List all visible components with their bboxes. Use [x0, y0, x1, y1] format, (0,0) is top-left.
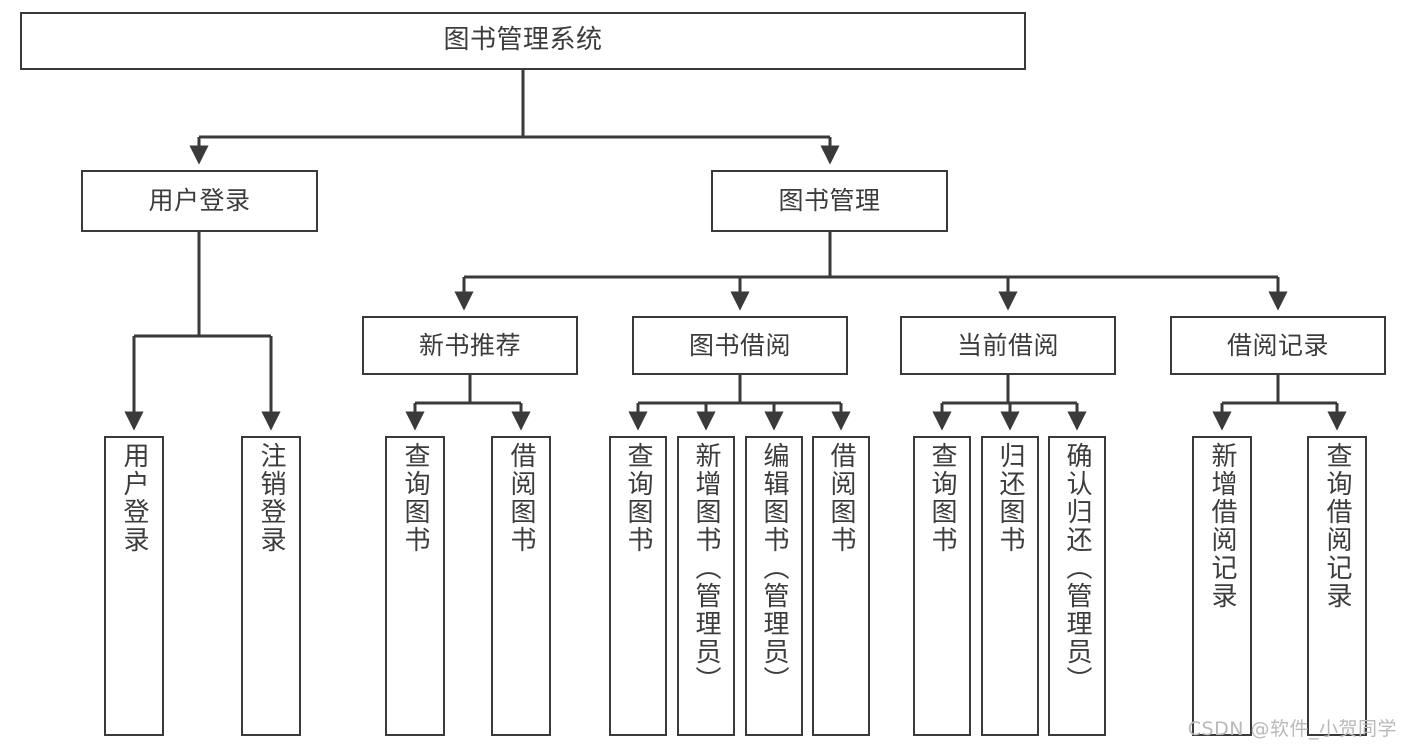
node-label: 查询图书: [927, 442, 957, 554]
node-borrow-record[interactable]: 借阅记录: [1170, 316, 1386, 375]
node-user-login[interactable]: 用户登录: [81, 170, 318, 232]
node-leaf-query-book-2[interactable]: 查询图书: [609, 436, 667, 736]
node-leaf-confirm-return[interactable]: 确认归还（管理员）: [1048, 436, 1106, 736]
node-label: 借阅图书: [506, 442, 536, 554]
node-label: 借阅记录: [1226, 330, 1329, 360]
node-leaf-add-book[interactable]: 新增图书（管理员）: [677, 436, 735, 736]
node-book-management[interactable]: 图书管理: [711, 170, 948, 232]
node-book-borrow[interactable]: 图书借阅: [632, 316, 848, 375]
node-label: 查询借阅记录: [1322, 442, 1352, 610]
node-current-borrow[interactable]: 当前借阅: [900, 316, 1116, 375]
node-leaf-add-borrow-record[interactable]: 新增借阅记录: [1192, 436, 1252, 736]
node-leaf-borrow-book-2[interactable]: 借阅图书: [812, 436, 870, 736]
node-label: 查询图书: [400, 442, 430, 554]
node-leaf-return-book[interactable]: 归还图书: [981, 436, 1039, 736]
node-label: 确认归还（管理员）: [1062, 442, 1092, 694]
node-leaf-query-book-1[interactable]: 查询图书: [385, 436, 445, 736]
watermark-text: CSDN @软件_小贺同学: [1187, 718, 1397, 740]
node-label: 注销登录: [256, 442, 286, 554]
node-root-book-management-system[interactable]: 图书管理系统: [20, 12, 1026, 70]
node-leaf-user-logout[interactable]: 注销登录: [241, 436, 301, 736]
node-label: 新增图书（管理员）: [691, 442, 721, 694]
node-label: 借阅图书: [826, 442, 856, 554]
node-label: 当前借阅: [956, 330, 1059, 360]
node-new-book-recommend[interactable]: 新书推荐: [362, 316, 578, 375]
node-label: 新增借阅记录: [1207, 442, 1237, 610]
node-leaf-query-borrow-record[interactable]: 查询借阅记录: [1307, 436, 1367, 736]
node-label: 查询图书: [623, 442, 653, 554]
node-label: 新书推荐: [418, 330, 521, 360]
node-leaf-edit-book[interactable]: 编辑图书（管理员）: [745, 436, 803, 736]
node-label: 归还图书: [995, 442, 1025, 554]
node-label: 用户登录: [148, 186, 251, 215]
node-label: 图书管理: [778, 186, 881, 215]
node-leaf-query-book-3[interactable]: 查询图书: [913, 436, 971, 736]
node-label: 图书管理系统: [443, 25, 603, 56]
node-label: 图书借阅: [688, 330, 791, 360]
node-leaf-borrow-book-1[interactable]: 借阅图书: [491, 436, 551, 736]
node-label: 用户登录: [119, 442, 149, 554]
node-label: 编辑图书（管理员）: [759, 442, 789, 694]
node-leaf-user-login[interactable]: 用户登录: [104, 436, 164, 736]
